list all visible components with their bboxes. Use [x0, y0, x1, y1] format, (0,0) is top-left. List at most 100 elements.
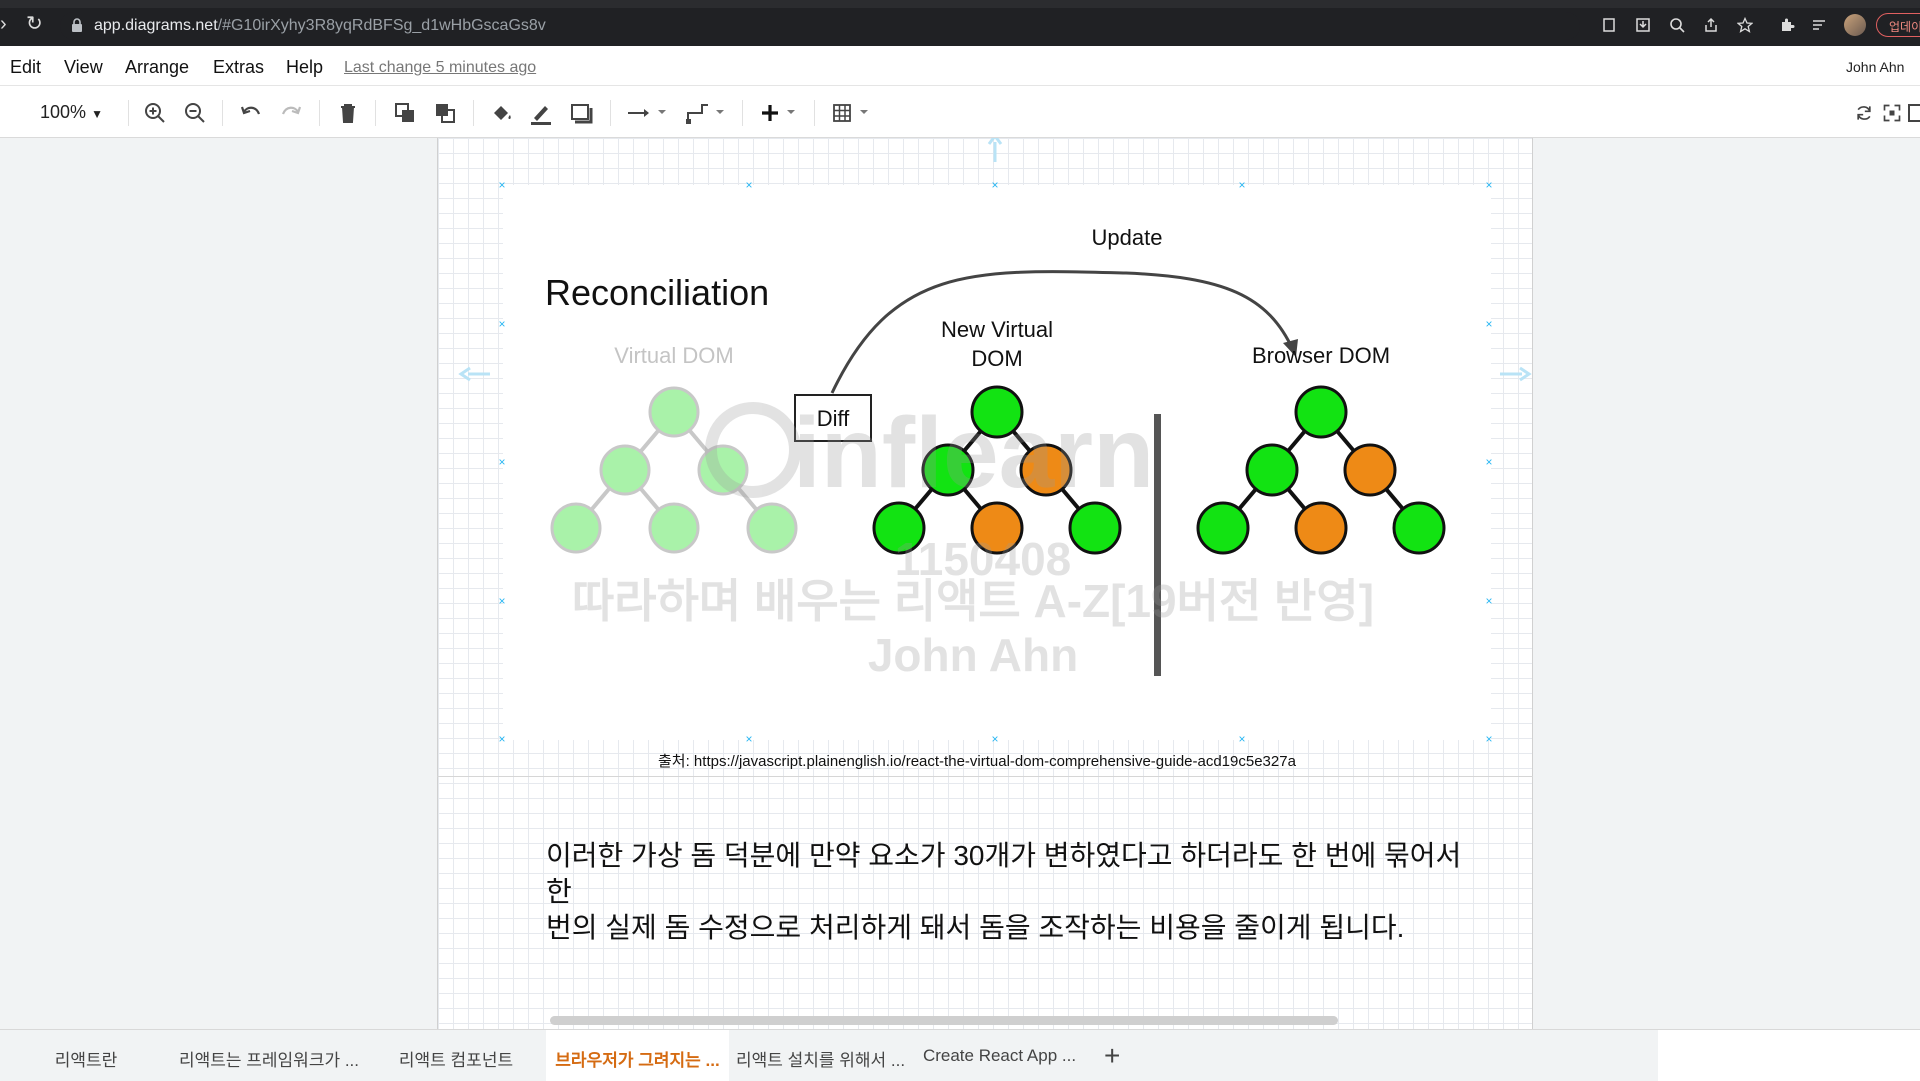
- profile-avatar[interactable]: [1844, 14, 1866, 36]
- source-caption[interactable]: 출처: https://javascript.plainenglish.io/r…: [658, 753, 1296, 770]
- page-tab[interactable]: 리액트 컴포넌트: [398, 1051, 514, 1070]
- chevron-down-icon: ▼: [91, 107, 103, 121]
- browser-tabstrip: [0, 0, 1920, 8]
- page-tab[interactable]: Create React App ...: [922, 1046, 1077, 1065]
- toolbar-divider: [610, 100, 611, 126]
- watermark: inflearn 1150408 따라하며 배우는 리액트 A-Z[19버전 반…: [572, 397, 1374, 681]
- redo-icon[interactable]: [279, 101, 303, 125]
- selection-handle[interactable]: ×: [498, 317, 506, 331]
- menu-extras[interactable]: Extras: [213, 57, 265, 77]
- bookmark-star-icon[interactable]: [1737, 17, 1753, 33]
- zoom-value: 100%: [40, 102, 87, 122]
- page-tab[interactable]: 리액트는 프레임워크가 ...: [178, 1051, 359, 1070]
- user-name[interactable]: John Ahn: [1846, 59, 1905, 75]
- delete-icon[interactable]: [336, 101, 360, 125]
- tree-node: [872, 501, 926, 555]
- menu-edit[interactable]: Edit: [10, 57, 42, 77]
- update-label: Update: [1092, 225, 1163, 250]
- browser-dom-tree: [1196, 385, 1446, 555]
- to-front-icon[interactable]: [393, 101, 417, 125]
- body-text[interactable]: 이러한 가상 돔 덕분에 만약 요소가 30개가 변하였다고 하더라도 한 번에…: [546, 838, 1486, 946]
- selection-handle[interactable]: ×: [1485, 455, 1493, 469]
- fill-color-icon[interactable]: [490, 101, 514, 125]
- selection-handle[interactable]: ×: [1485, 178, 1493, 192]
- diff-label: Diff: [817, 406, 850, 431]
- extensions-icon[interactable]: [1779, 17, 1795, 33]
- tree-node: [1294, 501, 1348, 555]
- reload-icon[interactable]: ↻: [26, 13, 43, 35]
- toolbar-divider: [814, 100, 815, 126]
- connection-style-icon[interactable]: [626, 101, 670, 125]
- toolbar-divider: [473, 100, 474, 126]
- menu-arrange[interactable]: Arrange: [125, 57, 190, 77]
- zoom-in-icon[interactable]: [143, 101, 167, 125]
- tree-node: [1196, 501, 1250, 555]
- format-panel-icon[interactable]: [1908, 101, 1920, 125]
- shadow-icon[interactable]: [569, 101, 593, 125]
- watermark-logo-mark: [705, 402, 801, 498]
- arrow-left-icon[interactable]: [458, 366, 492, 382]
- diagram-canvas[interactable]: Reconciliation Update Virtual DOM New Vi…: [0, 138, 1920, 1029]
- zoom-icon[interactable]: [1669, 17, 1685, 33]
- undo-icon[interactable]: [239, 101, 263, 125]
- tree-node: [1068, 501, 1122, 555]
- selection-handle[interactable]: ×: [1485, 732, 1493, 746]
- to-back-icon[interactable]: [433, 101, 457, 125]
- selection-handle[interactable]: ×: [498, 455, 506, 469]
- selection-handle[interactable]: ×: [745, 732, 753, 746]
- share-icon[interactable]: [1703, 17, 1719, 33]
- refresh-icon[interactable]: [1854, 101, 1874, 125]
- selection-handle[interactable]: ×: [498, 732, 506, 746]
- selection-handle[interactable]: ×: [498, 594, 506, 608]
- add-page-icon[interactable]: +: [1104, 1040, 1121, 1071]
- reconciliation-image[interactable]: Reconciliation Update Virtual DOM New Vi…: [503, 185, 1491, 740]
- selection-handle[interactable]: ×: [991, 178, 999, 192]
- selection-handle[interactable]: ×: [1238, 178, 1246, 192]
- tree-node: [1392, 501, 1446, 555]
- horizontal-scrollbar[interactable]: [550, 1016, 1338, 1025]
- fullscreen-icon[interactable]: [1882, 101, 1902, 125]
- forward-icon[interactable]: ›: [0, 13, 7, 35]
- install-icon[interactable]: [1635, 17, 1651, 33]
- page-tab[interactable]: 리액트 설치를 위해서 ...: [735, 1051, 906, 1070]
- virtual-dom-tree: [550, 386, 798, 554]
- page-tab[interactable]: 리액트란: [54, 1051, 118, 1070]
- line-color-icon[interactable]: [529, 101, 553, 125]
- page-divider: [437, 776, 1533, 777]
- waypoints-icon[interactable]: [684, 101, 728, 125]
- address-bar[interactable]: app.diagrams.net/#G10irXyhy3R8yqRdBFSg_d…: [60, 12, 1580, 40]
- selection-handle[interactable]: ×: [745, 178, 753, 192]
- arrow-right-icon[interactable]: [1498, 366, 1532, 382]
- page-tab-active[interactable]: 브라우저가 그려지는 ...: [546, 1030, 729, 1081]
- last-change-link[interactable]: Last change 5 minutes ago: [344, 59, 537, 76]
- selection-handle[interactable]: ×: [498, 178, 506, 192]
- zoom-out-icon[interactable]: [183, 101, 207, 125]
- selection-handle[interactable]: ×: [1485, 317, 1493, 331]
- tree-node: [1245, 443, 1299, 497]
- separator-bar: [1154, 414, 1161, 676]
- tree-node: [1343, 443, 1397, 497]
- table-icon[interactable]: [832, 101, 876, 125]
- new-virtual-dom-label-line2: DOM: [971, 346, 1022, 371]
- lock-icon: [72, 18, 82, 32]
- tabs-bar-filler: [1658, 1030, 1920, 1081]
- menu-view[interactable]: View: [64, 57, 103, 77]
- selection-handle[interactable]: ×: [1485, 594, 1493, 608]
- arrow-up-icon[interactable]: [987, 138, 1003, 164]
- zoom-level[interactable]: 100% ▼: [40, 102, 103, 123]
- reconciliation-diagram: Reconciliation Update Virtual DOM New Vi…: [545, 225, 1446, 681]
- tree-node: [970, 385, 1024, 439]
- selection-handle[interactable]: ×: [1238, 732, 1246, 746]
- update-button[interactable]: 업데이트: [1876, 13, 1920, 37]
- page-tabs-bar: 리액트란 리액트는 프레임워크가 ... 리액트 컴포넌트 브라우저가 그려지는…: [0, 1029, 1920, 1081]
- reading-list-icon[interactable]: [1811, 17, 1827, 33]
- selection-handle[interactable]: ×: [991, 732, 999, 746]
- watermark-course: 따라하며 배우는 리액트 A-Z[19버전 반영]: [572, 575, 1374, 627]
- menu-help[interactable]: Help: [286, 57, 324, 77]
- insert-icon[interactable]: [759, 101, 803, 125]
- tree-node: [697, 444, 749, 496]
- tree-node: [746, 502, 798, 554]
- copy-icon[interactable]: [1601, 17, 1617, 33]
- tree-node: [1019, 443, 1073, 497]
- new-virtual-dom-label: New Virtual: [941, 317, 1053, 342]
